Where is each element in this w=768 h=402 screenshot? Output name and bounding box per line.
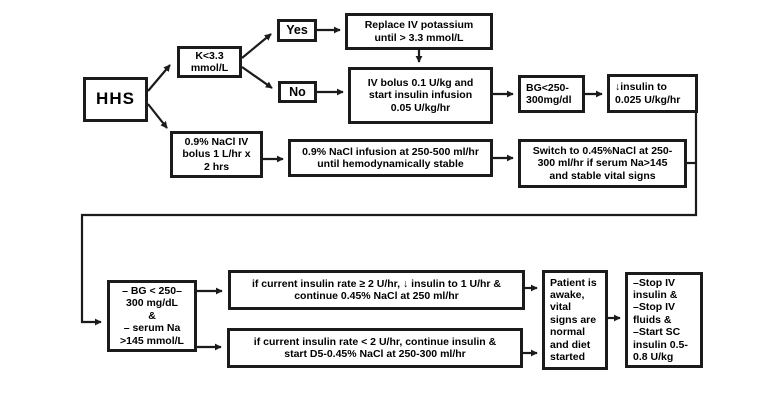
node-nacl-bolus: 0.9% NaCl IV bolus 1 L/hr x 2 hrs (170, 131, 263, 178)
node-nacl-infusion: 0.9% NaCl infusion at 250-500 ml/hr unti… (288, 139, 493, 177)
node-insulin-lt2: if current insulin rate < 2 U/hr, contin… (227, 328, 523, 368)
node-reduce-insulin: ↓insulin to 0.025 U/kg/hr (607, 74, 698, 113)
node-iv-bolus: IV bolus 0.1 U/kg and start insulin infu… (348, 67, 493, 124)
edge-loop-to-bg-na-criteria (80, 113, 698, 326)
node-no: No (278, 81, 317, 103)
node-yes: Yes (277, 19, 317, 42)
node-bg-na-criteria: – BG < 250– 300 mg/dL & – serum Na >145 … (107, 280, 197, 352)
node-switch-nacl: Switch to 0.45%NaCl at 250- 300 ml/hr if… (518, 139, 687, 188)
node-patient-awake: Patient is awake, vital signs are normal… (542, 270, 608, 370)
edge-k-check-to-no (241, 66, 273, 89)
node-bg-check: BG<250- 300mg/dl (518, 75, 585, 113)
node-insulin-ge2: if current insulin rate ≥ 2 U/hr, ↓ insu… (228, 270, 525, 310)
edge-k-check-to-yes (241, 33, 272, 59)
edge-hhs-to-nacl-bolus (147, 103, 168, 129)
node-stop-iv: –Stop IV insulin & –Stop IV fluids & –St… (625, 272, 703, 368)
node-replace-potassium: Replace IV potassium until > 3.3 mmol/L (345, 13, 493, 50)
edge-hhs-to-k-check (147, 64, 171, 92)
node-k-check: K<3.3 mmol/L (177, 46, 242, 78)
node-hhs: HHS (83, 77, 148, 122)
